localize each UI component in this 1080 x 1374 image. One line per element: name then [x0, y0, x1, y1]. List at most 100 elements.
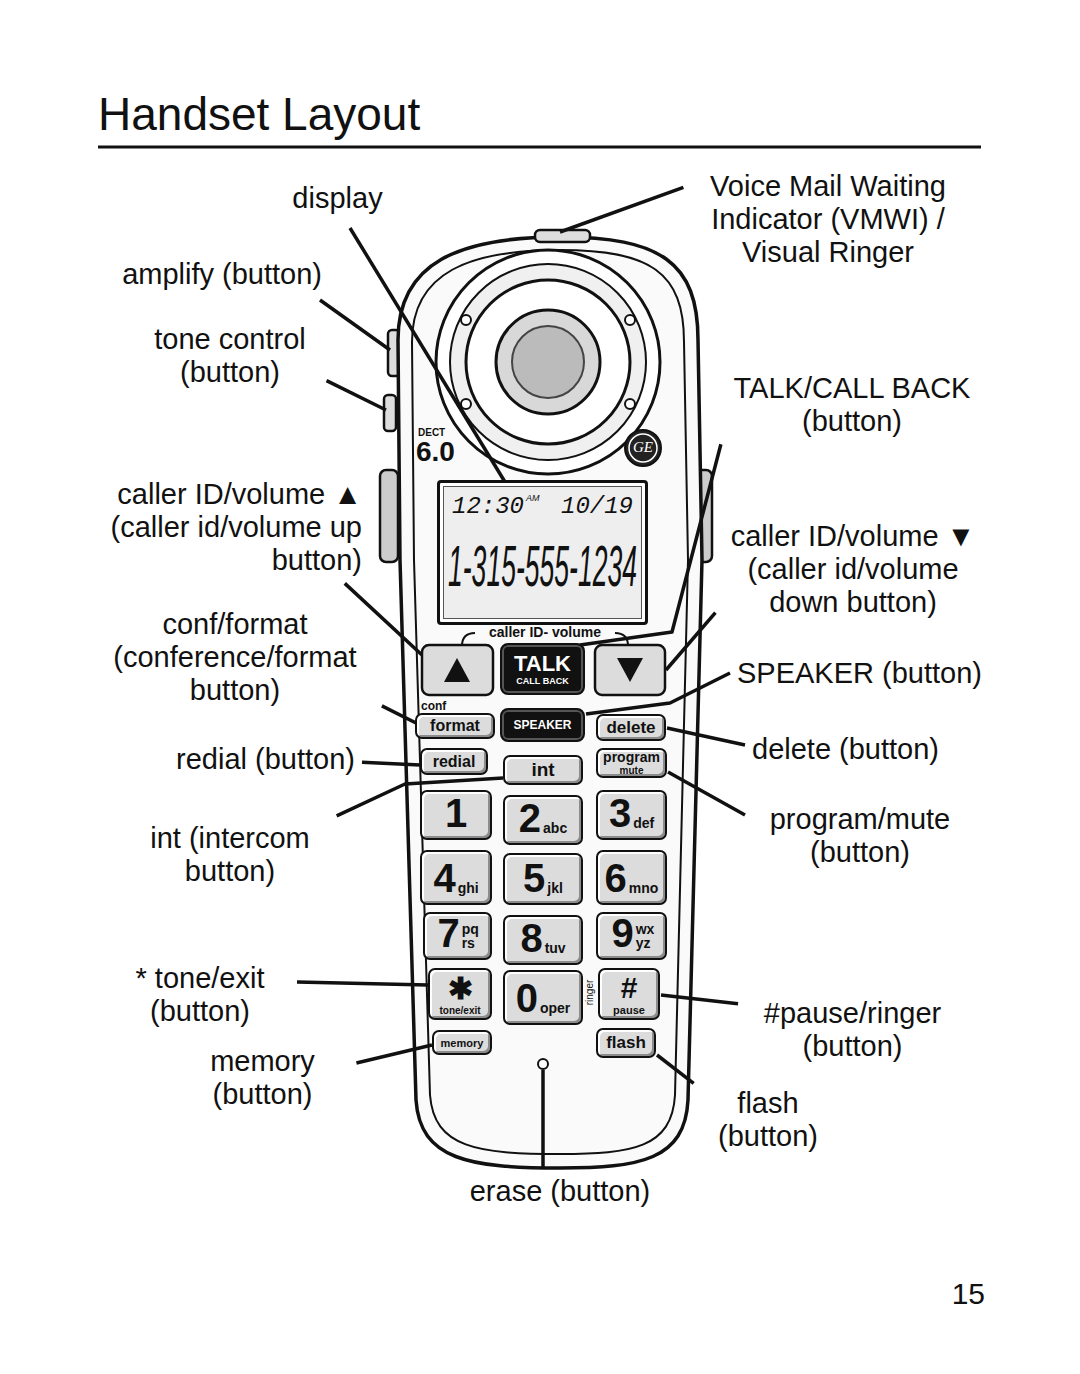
printed-marking: caller ID- volume — [470, 624, 620, 640]
keypad-button: 5jkl — [503, 853, 583, 905]
callout-label: delete (button) — [752, 733, 972, 766]
keypad-button: 6mno — [596, 850, 667, 905]
button-label: wx yz — [636, 922, 652, 950]
button-label: conf — [415, 699, 495, 713]
keypad-button: TALKCALL BACK — [500, 643, 585, 695]
earpiece-ring — [466, 280, 630, 444]
callout-label: caller ID/volume ▼ (caller id/volume dow… — [722, 520, 984, 619]
earpiece-speaker — [512, 326, 584, 398]
up-triangle — [444, 658, 470, 682]
keypad-button: 8tuv — [503, 915, 583, 965]
button-label: program — [603, 750, 660, 765]
button-label: 3 — [609, 792, 631, 834]
earpiece-ring — [436, 250, 660, 474]
volume-up-button — [422, 645, 493, 695]
button-label: oper — [540, 1001, 570, 1015]
button-label: tuv — [545, 941, 566, 955]
button-label: format — [415, 713, 495, 739]
printed-marking: ringer — [584, 973, 595, 1013]
page-number: 15 — [935, 1276, 985, 1312]
bracket-line — [462, 633, 475, 646]
button-label: 0 — [516, 977, 538, 1019]
callout-label: program/mute (button) — [755, 803, 965, 869]
callout-label: #pause/ringer (button) — [745, 997, 960, 1063]
callout-label: redial (button) — [135, 743, 355, 776]
button-label: ghi — [458, 881, 479, 895]
leader-line — [661, 995, 738, 1004]
button-label: int — [531, 759, 554, 781]
display-readout: AM — [526, 493, 540, 503]
page-title: Handset Layout — [98, 86, 420, 142]
keypad-button: confformat — [415, 697, 495, 741]
ge-logo — [629, 434, 657, 462]
keypad-button: 0oper — [503, 970, 583, 1025]
button-label: mute — [620, 765, 644, 776]
printed-marking: 6.0 — [416, 436, 476, 468]
keypad-button: 1 — [420, 790, 492, 840]
keypad-button: 2abc — [503, 795, 583, 845]
button-label: pause — [613, 1004, 645, 1016]
printed-marking: GE — [628, 438, 658, 456]
callout-label: SPEAKER (button) — [737, 657, 987, 690]
keypad-button: 7pq rs — [423, 912, 492, 960]
keypad-button: 4ghi — [420, 850, 492, 905]
earpiece-screw — [461, 315, 471, 325]
button-label: tone/exit — [439, 1005, 480, 1016]
callout-label: memory (button) — [175, 1045, 350, 1111]
button-label: 8 — [520, 917, 542, 959]
callout-label: display — [280, 182, 395, 215]
side-grip — [380, 470, 398, 562]
keypad-button: ✱tone/exit — [428, 968, 492, 1020]
button-label: 7 — [437, 912, 459, 954]
keypad-button: #pause — [598, 968, 660, 1020]
keypad-button: delete — [596, 714, 666, 741]
leader-line — [560, 187, 683, 232]
callout-label: TALK/CALL BACK (button) — [727, 372, 977, 438]
title-rule — [98, 146, 981, 149]
leader-line — [541, 1070, 545, 1169]
leader-line — [657, 1055, 694, 1083]
earpiece-screw — [625, 399, 635, 409]
leader-line — [350, 228, 505, 482]
leader-line — [668, 772, 745, 815]
button-label: # — [621, 972, 638, 1004]
leader-line — [327, 381, 386, 410]
button-label: 6 — [605, 857, 627, 899]
button-label: 5 — [523, 857, 545, 899]
button-label: ✱ — [448, 973, 473, 1005]
lcd-display: 12:30AM10/191-315-555-1234 — [437, 480, 648, 625]
earpiece-screw — [461, 399, 471, 409]
leader-line — [586, 673, 730, 714]
button-label: memory — [441, 1037, 484, 1049]
button-label: delete — [606, 718, 655, 738]
keypad-button: 3def — [596, 790, 667, 840]
display-readout: 10/19 — [561, 493, 633, 520]
button-label: def — [633, 816, 654, 830]
callout-label: tone control (button) — [140, 323, 320, 389]
leader-line — [297, 982, 428, 985]
button-label: 4 — [433, 857, 455, 899]
keypad-button: 9wx yz — [596, 912, 667, 960]
button-label: jkl — [547, 881, 563, 895]
button-label: 9 — [611, 912, 633, 954]
handset-inner-outline — [412, 250, 688, 1154]
ge-logo — [625, 430, 661, 466]
keypad-button: programmute — [596, 748, 667, 778]
leader-line — [362, 762, 420, 765]
keypad-button: memory — [432, 1030, 492, 1055]
callout-label: amplify (button) — [82, 258, 322, 291]
earpiece-ring — [450, 264, 646, 460]
callout-label: Voice Mail Waiting Indicator (VMWI) / Vi… — [690, 170, 966, 269]
tone-control-side-button — [384, 395, 396, 431]
button-label: SPEAKER — [513, 718, 571, 732]
button-label: pq rs — [462, 922, 478, 950]
callout-label: int (intercom button) — [105, 822, 355, 888]
button-label: 2 — [519, 797, 541, 839]
button-label: 1 — [445, 792, 467, 834]
callout-label: erase (button) — [440, 1175, 680, 1208]
earpiece-speaker — [496, 310, 600, 414]
down-triangle — [617, 658, 643, 682]
keypad-button: redial — [420, 748, 488, 775]
microphone-hole — [538, 1059, 548, 1069]
earpiece-screw — [625, 315, 635, 325]
